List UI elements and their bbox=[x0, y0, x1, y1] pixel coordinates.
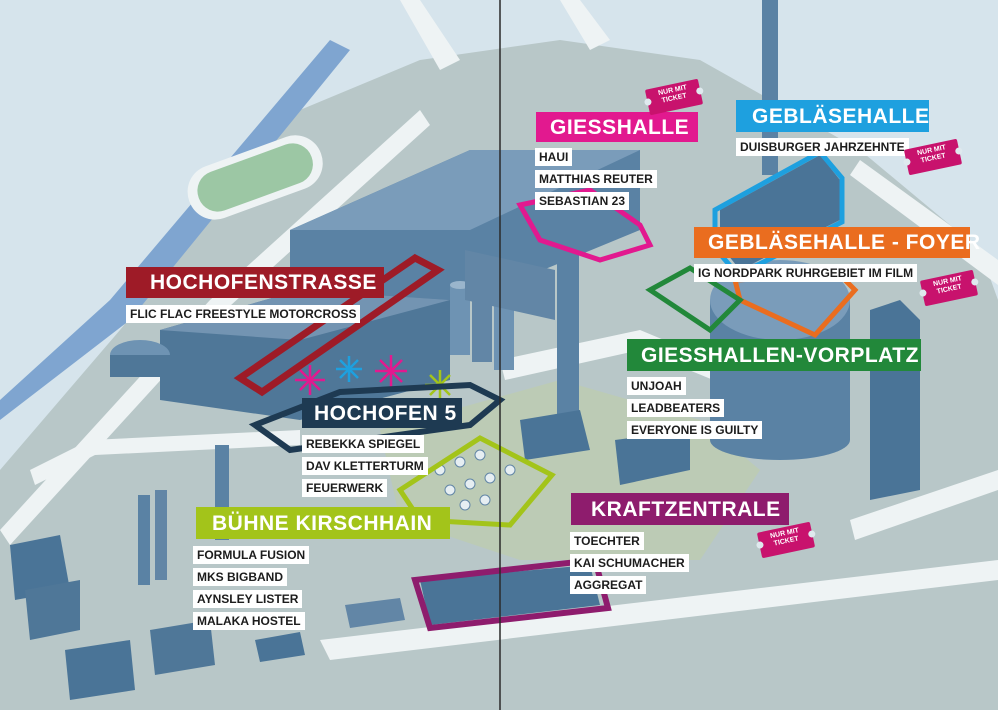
act-item: LEADBEATERS bbox=[627, 399, 725, 417]
act-item: UNJOAH bbox=[627, 377, 686, 395]
house-sw-2 bbox=[25, 580, 80, 640]
outline-giesshalle bbox=[516, 187, 654, 263]
venue-title-geblaesehalle: GEBLÄSEHALLE bbox=[736, 100, 929, 132]
trees bbox=[434, 449, 516, 511]
act-item: FEUERWERK bbox=[302, 479, 388, 497]
act-item: MALAKA HOSTEL bbox=[193, 612, 305, 630]
house-sw-5 bbox=[255, 632, 305, 662]
venue-title-vorplatz: GIESSHALLEN-VORPLATZ bbox=[627, 339, 921, 371]
act-item: HAUI bbox=[535, 148, 573, 166]
outline-vorplatz bbox=[645, 265, 744, 334]
house-sw-6 bbox=[345, 598, 405, 628]
silo-1 bbox=[450, 285, 470, 355]
act-item: EVERYONE IS GUILTY bbox=[627, 421, 763, 439]
road-south-east bbox=[850, 470, 998, 540]
road-south bbox=[320, 560, 998, 660]
silo-2 bbox=[472, 292, 492, 362]
road-north bbox=[400, 0, 460, 70]
outline-hochofenstrasse bbox=[233, 253, 445, 397]
act-item: IG NORDPARK RUHRGEBIET IM FILM bbox=[694, 264, 918, 282]
act-item: KAI SCHUMACHER bbox=[570, 554, 689, 572]
act-item: DUISBURGER JAHRZEHNTE bbox=[736, 138, 909, 156]
southeast-building bbox=[615, 430, 690, 485]
act-item: REBEKKA SPIEGEL bbox=[302, 435, 425, 453]
act-item: TOECHTER bbox=[570, 532, 644, 550]
house-sw-4 bbox=[150, 620, 215, 675]
canal bbox=[0, 40, 350, 420]
chimney-west-2 bbox=[138, 495, 150, 585]
act-item: DAV KLETTERTURM bbox=[302, 457, 428, 475]
act-item: FORMULA FUSION bbox=[193, 546, 310, 564]
venue-title-hochofen5: HOCHOFEN 5 bbox=[302, 398, 462, 428]
act-item: SEBASTIAN 23 bbox=[535, 192, 630, 210]
venue-title-giesshalle: GIESSHALLE bbox=[536, 112, 698, 142]
silo-3 bbox=[494, 300, 514, 370]
act-item: MKS BIGBAND bbox=[193, 568, 287, 586]
road-north-east bbox=[560, 0, 610, 50]
act-item: AGGREGAT bbox=[570, 576, 647, 594]
venue-title-hochofenstrasse: HOCHOFENSTRASSE bbox=[126, 267, 384, 298]
kraftzentrale-building bbox=[420, 565, 600, 625]
sports-field-grass bbox=[197, 143, 313, 212]
east-building bbox=[870, 300, 920, 500]
outline-kraftzentrale bbox=[411, 556, 612, 632]
mid-hall bbox=[465, 250, 555, 320]
venue-title-kirschhain: BÜHNE KIRSCHHAIN bbox=[196, 507, 450, 539]
center-building bbox=[520, 410, 590, 460]
house-sw-1 bbox=[10, 535, 70, 600]
venue-title-foyer: GEBLÄSEHALLE - FOYER bbox=[694, 227, 980, 258]
act-item: AYNSLEY LISTER bbox=[193, 590, 303, 608]
gasometer-west-body bbox=[110, 355, 170, 377]
act-item: FLIC FLAC FREESTYLE MOTORCROSS bbox=[126, 305, 361, 323]
venue-title-kraftzentrale: KRAFTZENTRALE bbox=[571, 493, 789, 525]
act-item: MATTHIAS REUTER bbox=[535, 170, 657, 188]
house-sw-3 bbox=[65, 640, 135, 700]
road-diagonal bbox=[30, 430, 300, 485]
chimney-center bbox=[557, 255, 579, 420]
chimney-west-3 bbox=[155, 490, 167, 580]
